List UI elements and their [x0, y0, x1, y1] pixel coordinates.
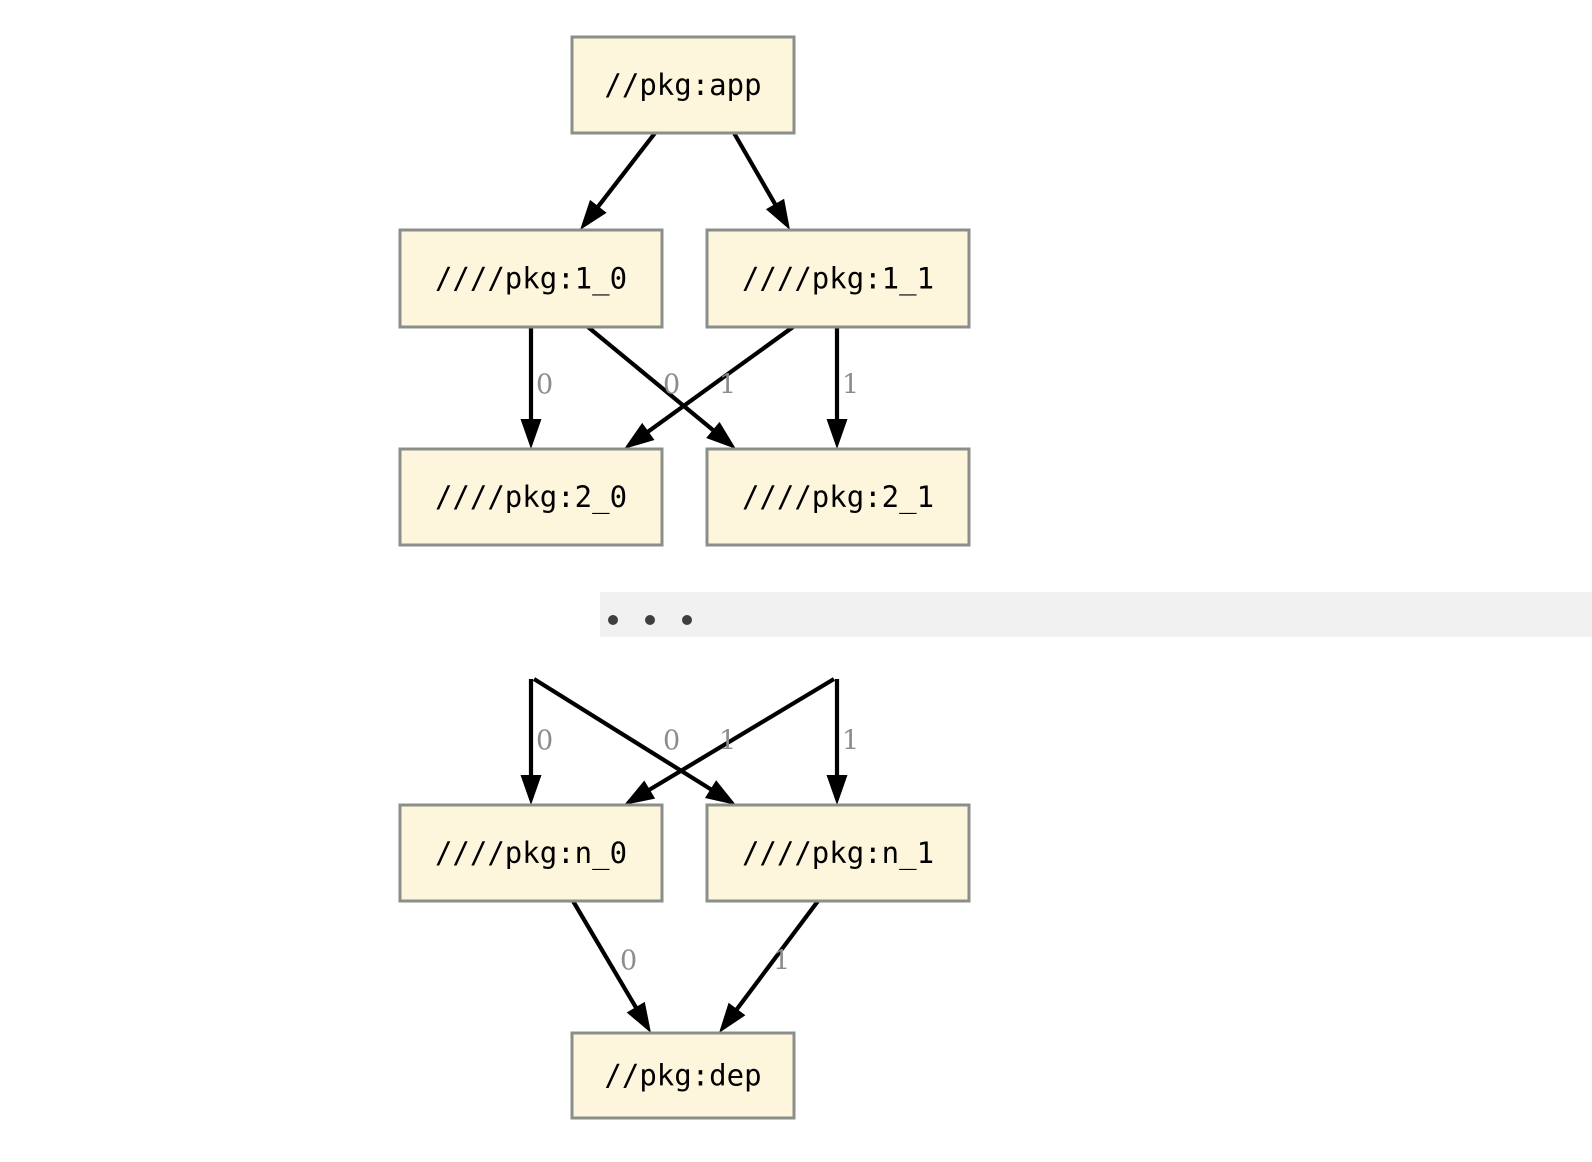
- edge-arrowhead: [826, 419, 848, 449]
- edge-label: 1: [842, 726, 859, 757]
- graph-node-ln_1[interactable]: ////pkg:n_1: [705, 803, 971, 903]
- graph-edge: [520, 679, 542, 805]
- edge-arrowhead: [520, 419, 542, 449]
- edge-arrowhead: [624, 422, 655, 449]
- graph-edge: [580, 131, 657, 230]
- edge-arrowhead: [626, 1001, 651, 1033]
- graph-node-dep[interactable]: //pkg:dep: [570, 1031, 796, 1120]
- edge-line: [594, 131, 657, 211]
- graph-edge: [532, 677, 736, 805]
- edge-arrowhead: [520, 775, 542, 805]
- edge-arrowhead: [704, 780, 736, 805]
- edge-labels-layer: 0 0 1 1 0 0 1 1 0 1: [536, 370, 859, 977]
- edge-line: [645, 677, 836, 794]
- edge-label: 1: [719, 370, 736, 401]
- nodes-layer: //pkg:app ////pkg:1_0 ////pkg:1_1 ////pkg:2…: [398, 35, 971, 1120]
- edge-arrowhead: [706, 421, 736, 449]
- edge-label: 0: [536, 370, 553, 401]
- edge-line: [532, 677, 716, 794]
- edge-label: 0: [663, 370, 680, 401]
- graph-edge: [571, 899, 651, 1033]
- node-box[interactable]: [398, 803, 664, 903]
- edge-line: [571, 899, 640, 1012]
- edge-arrowhead: [580, 199, 607, 230]
- node-label: ////pkg:2_0: [435, 480, 627, 515]
- graph-edge: [624, 677, 836, 805]
- edge-label: 1: [719, 726, 736, 757]
- ellipsis-dot: [608, 615, 618, 625]
- ellipsis-dot: [682, 615, 692, 625]
- ellipsis-band: [600, 592, 1592, 637]
- edge-label: 0: [536, 726, 553, 757]
- edge-line: [732, 131, 779, 209]
- edge-arrowhead: [765, 198, 790, 230]
- node-label: ////pkg:2_1: [742, 480, 934, 515]
- edge-label: 0: [620, 946, 637, 977]
- node-label: //pkg:dep: [604, 1059, 761, 1093]
- ellipsis-dot: [645, 615, 655, 625]
- edge-arrowhead: [719, 1002, 746, 1033]
- node-box[interactable]: [398, 447, 664, 547]
- edge-line: [586, 325, 718, 435]
- edges-layer: [520, 131, 848, 1033]
- graph-node-l2_0[interactable]: ////pkg:2_0: [398, 447, 664, 547]
- graph-edge: [732, 131, 790, 230]
- graph-edge: [520, 327, 542, 449]
- edge-arrowhead: [624, 780, 656, 805]
- node-label: ////pkg:n_1: [742, 836, 934, 871]
- node-label: //pkg:app: [604, 68, 761, 102]
- graph-edge: [586, 325, 736, 449]
- graph-node-l1_1[interactable]: ////pkg:1_1: [705, 228, 971, 329]
- graph-edge: [719, 899, 820, 1033]
- node-label: ////pkg:n_0: [435, 836, 627, 871]
- edge-label: 1: [842, 370, 859, 401]
- edge-line: [643, 325, 795, 436]
- node-box[interactable]: [705, 447, 971, 547]
- graph-edge: [826, 327, 848, 449]
- graph-node-l1_0[interactable]: ////pkg:1_0: [398, 228, 664, 329]
- node-box[interactable]: [570, 35, 796, 135]
- node-box[interactable]: [570, 1031, 796, 1120]
- ellipsis-band-layer: [600, 592, 1592, 637]
- node-label: ////pkg:1_0: [435, 262, 627, 297]
- graph-node-app[interactable]: //pkg:app: [570, 35, 796, 135]
- graph-edge: [826, 679, 848, 805]
- graph-edge: [624, 325, 795, 449]
- edge-label: 1: [773, 946, 790, 977]
- edge-label: 0: [663, 726, 680, 757]
- graph-node-l2_1[interactable]: ////pkg:2_1: [705, 447, 971, 547]
- node-box[interactable]: [398, 228, 664, 329]
- graph-node-ln_0[interactable]: ////pkg:n_0: [398, 803, 664, 903]
- edge-arrowhead: [826, 775, 848, 805]
- edge-line: [732, 899, 820, 1014]
- node-label: ////pkg:1_1: [742, 262, 934, 297]
- node-box[interactable]: [705, 803, 971, 903]
- node-box[interactable]: [705, 228, 971, 329]
